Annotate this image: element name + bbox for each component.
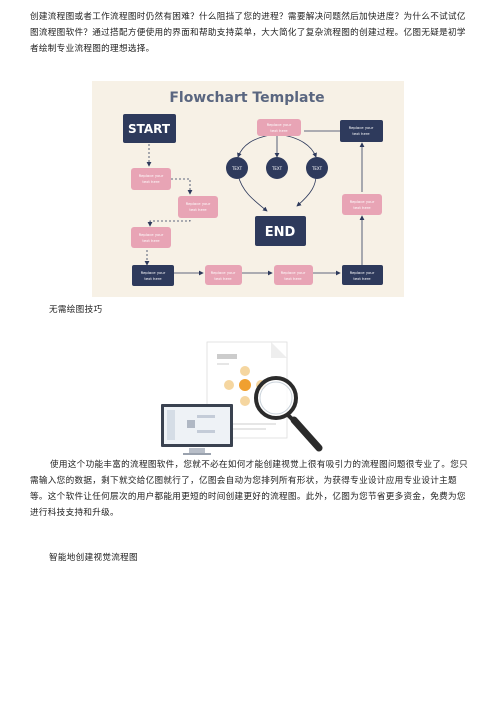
end-node (255, 216, 306, 246)
start-label: START (128, 122, 171, 136)
right-node-2 (340, 120, 383, 142)
text-circle-3 (306, 157, 328, 179)
svg-text:text here: text here (214, 276, 232, 281)
svg-text:text here: text here (142, 238, 160, 243)
svg-text:text here: text here (144, 276, 162, 281)
text-circle-1 (226, 157, 248, 179)
flowchart-template-figure: Flowchart Template START Replace your te… (92, 81, 404, 297)
flowchart-title: Flowchart Template (169, 90, 324, 106)
top-center-node (257, 119, 301, 136)
svg-text:Replace your: Replace your (349, 125, 374, 130)
svg-text:Replace your: Replace your (186, 201, 211, 206)
svg-text:Replace your: Replace your (281, 270, 306, 275)
svg-text:Replace your: Replace your (350, 270, 375, 275)
process-node-1 (131, 168, 171, 190)
svg-text:Replace your: Replace your (211, 270, 236, 275)
svg-text:Replace your: Replace your (267, 122, 292, 127)
intro-paragraph: 创建流程图或者工作流程图时仍然有困难？什么阻挡了您的进程？需要解决问题然后加快进… (30, 12, 466, 54)
right-node-1 (342, 194, 382, 215)
svg-text:text here: text here (353, 276, 371, 281)
start-node (123, 114, 176, 143)
heading-smart-visual-flowchart: 智能地创建视觉流程图 (49, 553, 138, 563)
text-circle-2 (266, 157, 288, 179)
monitor-icon (161, 404, 233, 455)
magnifier-icon (254, 376, 323, 452)
svg-text:TEXT: TEXT (271, 166, 283, 171)
svg-text:text here: text here (353, 205, 371, 210)
bottom-node-3 (274, 265, 313, 285)
svg-text:Replace your: Replace your (350, 199, 375, 204)
bottom-node-1 (132, 265, 174, 286)
process-node-2 (178, 196, 218, 218)
flowchart-software-illustration (161, 341, 323, 455)
svg-text:text here: text here (270, 128, 288, 133)
svg-text:TEXT: TEXT (311, 166, 323, 171)
end-label: END (265, 225, 296, 240)
svg-text:Replace your: Replace your (139, 173, 164, 178)
svg-text:text here: text here (284, 276, 302, 281)
bottom-node-2 (205, 265, 242, 285)
svg-text:text here: text here (189, 207, 207, 212)
process-node-3 (131, 227, 171, 248)
svg-text:text here: text here (352, 131, 370, 136)
bottom-node-4 (342, 265, 383, 285)
svg-text:TEXT: TEXT (231, 166, 243, 171)
svg-text:Replace your: Replace your (141, 270, 166, 275)
heading-no-drawing-skills: 无需绘图技巧 (49, 305, 103, 315)
body-paragraph: 使用这个功能丰富的流程图软件，您就不必在如何才能创建视觉上很有吸引力的流程图问题… (30, 460, 469, 518)
svg-text:Replace your: Replace your (139, 232, 164, 237)
svg-text:text here: text here (142, 179, 160, 184)
